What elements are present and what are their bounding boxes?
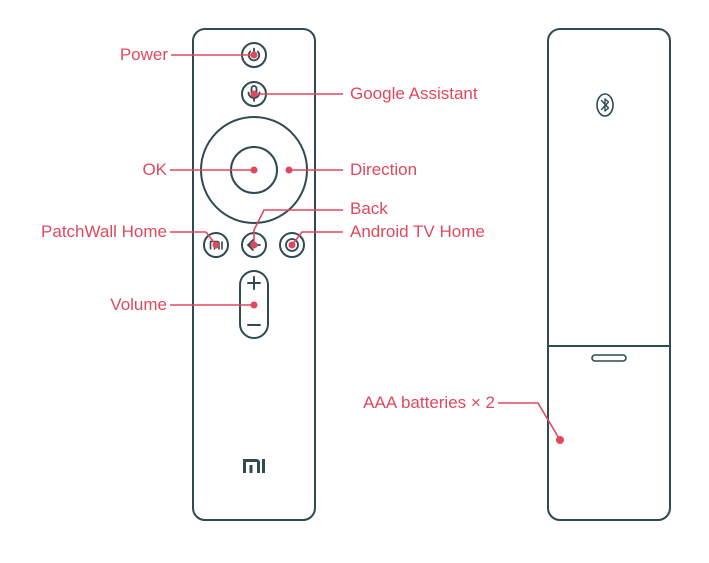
label-android-tv-home: Android TV Home [350,222,485,241]
front-remote-body [192,28,316,521]
front-remote [192,28,316,521]
back-dot [250,241,258,249]
label-volume: Volume [110,295,167,314]
label-google-assistant: Google Assistant [350,84,478,103]
back-remote-body [547,28,671,521]
back-remote [547,28,671,521]
label-power: Power [119,45,168,64]
power-icon [247,50,261,62]
android-tv-home-button [279,232,305,258]
label-direction: Direction [350,160,418,179]
label-patchwall-home: PatchWall Home [41,222,167,241]
battery-cover-latch [591,354,627,362]
batteries-dot [556,436,564,444]
leader-lines [170,54,561,441]
label-ok: OK [142,160,167,179]
power-dot [250,51,258,59]
volume-dot [250,301,258,309]
bluetooth-icon [596,93,614,117]
leader-dots [212,51,564,444]
volume-rocker [239,270,269,339]
patchwall-home-dot [212,241,220,249]
plus-icon [247,276,261,290]
mi-logo-icon [243,459,265,473]
google-assistant-dot [250,90,258,98]
label-back: Back [350,199,388,218]
circle-home-icon [285,238,299,252]
ok-dot [250,166,258,174]
android-tv-home-dot [288,241,296,249]
direction-dot [285,166,293,174]
label-batteries: AAA batteries × 2 [363,393,495,412]
